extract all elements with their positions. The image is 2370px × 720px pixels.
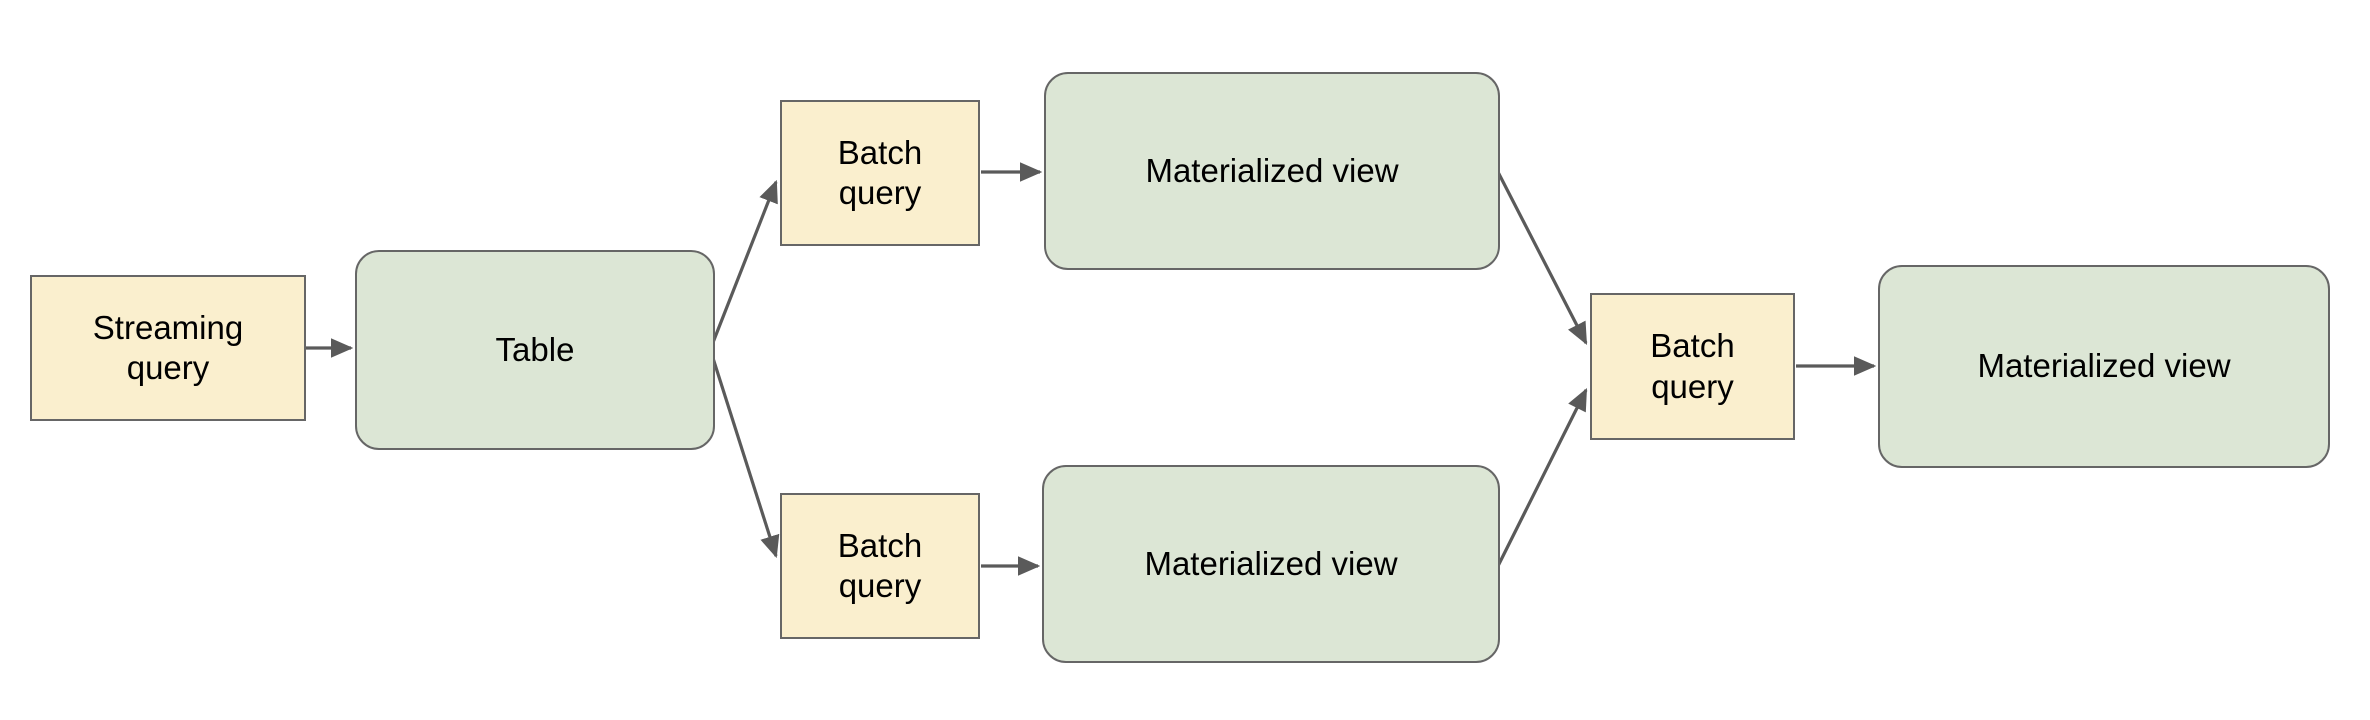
node-label-batch-query-top: Batch query [837,133,923,211]
edge-table-to-batch-bottom [710,354,780,559]
edge-table-to-batch-top [710,179,778,346]
node-label-batch-query-right: Batch query [1650,327,1735,405]
node-label-table: Table [495,330,575,368]
node-streaming-query[interactable]: Streaming query [30,275,306,421]
node-label-materialized-view-right: Materialized view [1977,347,2231,385]
node-table[interactable]: Table [355,250,715,450]
node-batch-query-top[interactable]: Batch query [780,100,980,246]
edge-mv-bottom-to-batch-right [1496,387,1588,567]
node-label-batch-query-bottom: Batch query [837,526,923,604]
edge-mv-top-to-batch-right [1496,171,1588,345]
node-materialized-view-bottom[interactable]: Materialized view [1042,465,1500,663]
node-label-materialized-view-top: Materialized view [1145,151,1399,189]
node-materialized-view-right[interactable]: Materialized view [1878,265,2330,468]
node-batch-query-bottom[interactable]: Batch query [780,493,980,639]
node-label-streaming-query: Streaming query [92,308,244,386]
node-materialized-view-top[interactable]: Materialized view [1044,72,1500,270]
node-label-materialized-view-bottom: Materialized view [1144,544,1398,582]
node-batch-query-right[interactable]: Batch query [1590,293,1795,440]
